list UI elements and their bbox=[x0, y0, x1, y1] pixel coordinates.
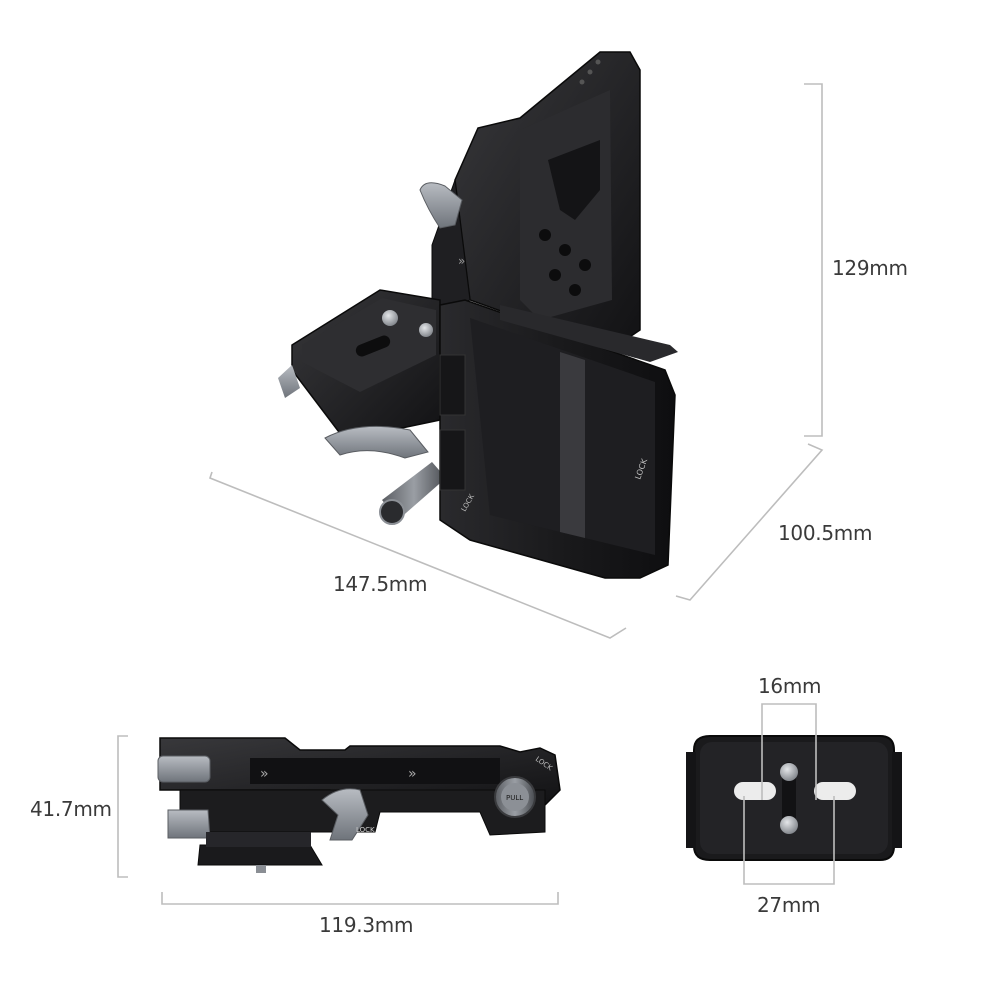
plate-hole bbox=[549, 269, 561, 281]
qr-slot bbox=[355, 335, 391, 357]
side-rail-groove bbox=[250, 758, 500, 784]
pull-engraving: PULL bbox=[506, 794, 523, 802]
plate-tab bbox=[439, 354, 466, 416]
side-lock-lever bbox=[321, 788, 369, 841]
side-base-screw bbox=[256, 865, 266, 873]
lower-lock-lever bbox=[324, 425, 429, 459]
plate-notch bbox=[686, 752, 696, 848]
side-height-label: 41.7mm bbox=[30, 797, 112, 821]
side-base-plate bbox=[197, 844, 323, 866]
chevron-icon: » bbox=[260, 766, 269, 782]
screw-spacing-dimension-line bbox=[761, 703, 817, 800]
side-base-block bbox=[206, 832, 311, 847]
screw-spacing-label: 16mm bbox=[758, 674, 822, 698]
height-label: 129mm bbox=[832, 256, 908, 280]
plate-screw-icon bbox=[780, 816, 798, 834]
depth-dimension-line bbox=[675, 443, 824, 601]
center-rail bbox=[560, 352, 585, 538]
length-label: 147.5mm bbox=[333, 572, 428, 596]
plate-width-dimension-line bbox=[743, 796, 835, 885]
height-dimension-line bbox=[804, 83, 823, 437]
plate-tab bbox=[439, 429, 466, 491]
chevron-icon: » bbox=[458, 254, 465, 268]
edge-hole bbox=[587, 69, 593, 75]
side-length-label: 119.3mm bbox=[319, 913, 414, 937]
quick-release-plate-view bbox=[686, 735, 902, 861]
mounting-slot-left bbox=[734, 782, 776, 800]
length-dimension-line bbox=[209, 471, 627, 639]
side-lock-engraving: LOCK bbox=[356, 826, 375, 834]
side-lever-bottom bbox=[167, 809, 211, 839]
side-lever-top bbox=[157, 755, 211, 783]
mount-side-view: » » LOCK PULL LOCK bbox=[157, 737, 561, 873]
chevron-icon: » bbox=[408, 766, 417, 782]
side-length-dimension-line bbox=[161, 892, 559, 905]
top-lip bbox=[500, 305, 678, 362]
edge-hole bbox=[595, 59, 601, 65]
mounting-slot-right bbox=[814, 782, 856, 800]
top-lock-lever bbox=[419, 182, 463, 229]
pull-knob-cap bbox=[501, 783, 529, 811]
v-mount-slot bbox=[548, 140, 600, 220]
depth-label: 100.5mm bbox=[778, 521, 873, 545]
plate-notch bbox=[892, 752, 902, 848]
mount-isometric-view: LOCK LOCK » bbox=[278, 51, 678, 579]
qr-screw-icon bbox=[382, 310, 398, 326]
plate-hole bbox=[539, 229, 551, 241]
side-height-dimension-line bbox=[117, 735, 128, 878]
edge-hole bbox=[579, 79, 585, 85]
plate-hole bbox=[579, 259, 591, 271]
front-tension-knob bbox=[379, 462, 446, 525]
side-clamp-knob bbox=[278, 365, 300, 398]
plate-hole bbox=[569, 284, 581, 296]
plate-screw-icon bbox=[780, 763, 798, 781]
qr-screw-icon bbox=[419, 323, 433, 337]
plate-width-label: 27mm bbox=[757, 893, 821, 917]
plate-hole bbox=[559, 244, 571, 256]
